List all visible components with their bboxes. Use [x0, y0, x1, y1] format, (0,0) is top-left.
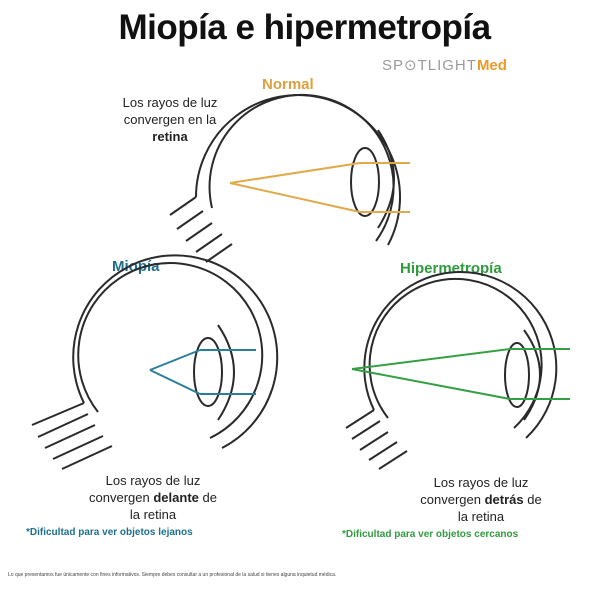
desc-hiper-line3: la retina [457, 509, 505, 524]
eye-normal [169, 93, 401, 263]
desc-miopia-line3: la retina [129, 507, 177, 522]
rays-miopia [149, 349, 256, 395]
desc-hiper-line2: convergen detrás de [386, 491, 576, 508]
label-normal: Normal [262, 76, 314, 93]
rays-normal [229, 162, 410, 213]
desc-normal-line3: retina [152, 129, 188, 144]
desc-normal-line2: convergen en la [123, 112, 217, 127]
eye-miopia [31, 254, 279, 470]
desc-hiper-line1: Los rayos de luz [433, 475, 529, 490]
description-hipermetropia: Los rayos de luz convergen detrás de la … [386, 474, 576, 525]
spotlight-icon: ⊙ [404, 57, 418, 74]
brand-text-pre: SP [382, 57, 405, 74]
desc-hiper-line2-pre: convergen [420, 492, 485, 507]
desc-hiper-line2-bold: detrás [484, 492, 524, 507]
footer-disclaimer: Lo que presentamos fue únicamente con fi… [8, 572, 337, 578]
description-normal: Los rayos de luz convergen en la retina [100, 94, 240, 145]
brand-text-post: TLIGHT [417, 57, 477, 74]
desc-miopia-line2-bold: delante [153, 490, 199, 505]
brand-accent: Med [476, 57, 507, 74]
desc-miopia-line2: convergen delante de [60, 489, 246, 506]
label-miopia: Miopía [112, 258, 160, 275]
desc-miopia-line2-pre: convergen [89, 490, 154, 505]
brand-logo: SP⊙TLIGHTMed [382, 56, 507, 74]
description-miopia: Los rayos de luz convergen delante de la… [60, 472, 246, 523]
note-hipermetropia: *Dificultad para ver objetos cercanos [342, 529, 519, 540]
desc-miopia-line1: Los rayos de luz [105, 473, 201, 488]
rays-hipermetropia [351, 348, 570, 400]
desc-normal-line1: Los rayos de luz [122, 95, 218, 110]
note-miopia: *Dificultad para ver objetos lejanos [26, 527, 193, 538]
desc-hiper-line2-post: de [523, 492, 542, 507]
desc-miopia-line2-post: de [198, 490, 217, 505]
eye-hipermetropia [345, 270, 558, 470]
page-title: Miopía e hipermetropía [118, 8, 491, 47]
